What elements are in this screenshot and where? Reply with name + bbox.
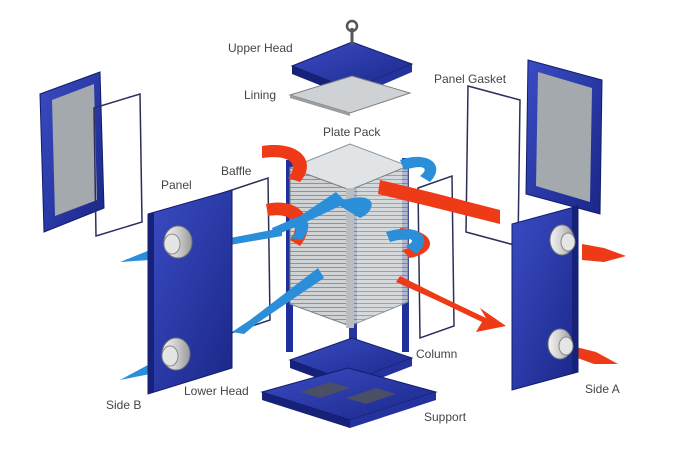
lining [288,75,412,116]
label-support: Support [424,410,467,424]
right-back-panel [525,59,603,215]
left-panel-gasket [93,92,143,238]
label-panel-gasket: Panel Gasket [434,72,507,86]
label-plate-pack: Plate Pack [323,125,381,139]
side-b-bottom-nozzle-icon [161,337,191,371]
label-side-a: Side A [585,382,620,396]
side-a-bottom-nozzle-icon [547,328,574,360]
label-lower-head: Lower Head [184,384,249,398]
left-back-panel [39,71,105,233]
label-baffle: Baffle [221,164,252,178]
side-b-top-nozzle-icon [163,225,193,259]
label-panel: Panel [161,178,192,192]
label-side-b: Side B [106,398,142,412]
side-a-top-nozzle-icon [549,224,576,256]
label-upper-head: Upper Head [228,41,293,55]
support [260,367,438,428]
front-left-panel [147,189,233,395]
label-lining: Lining [244,88,277,102]
label-column: Column [416,347,458,361]
lifting-eye-icon [345,19,359,33]
cold-flow-arrows [120,156,437,380]
